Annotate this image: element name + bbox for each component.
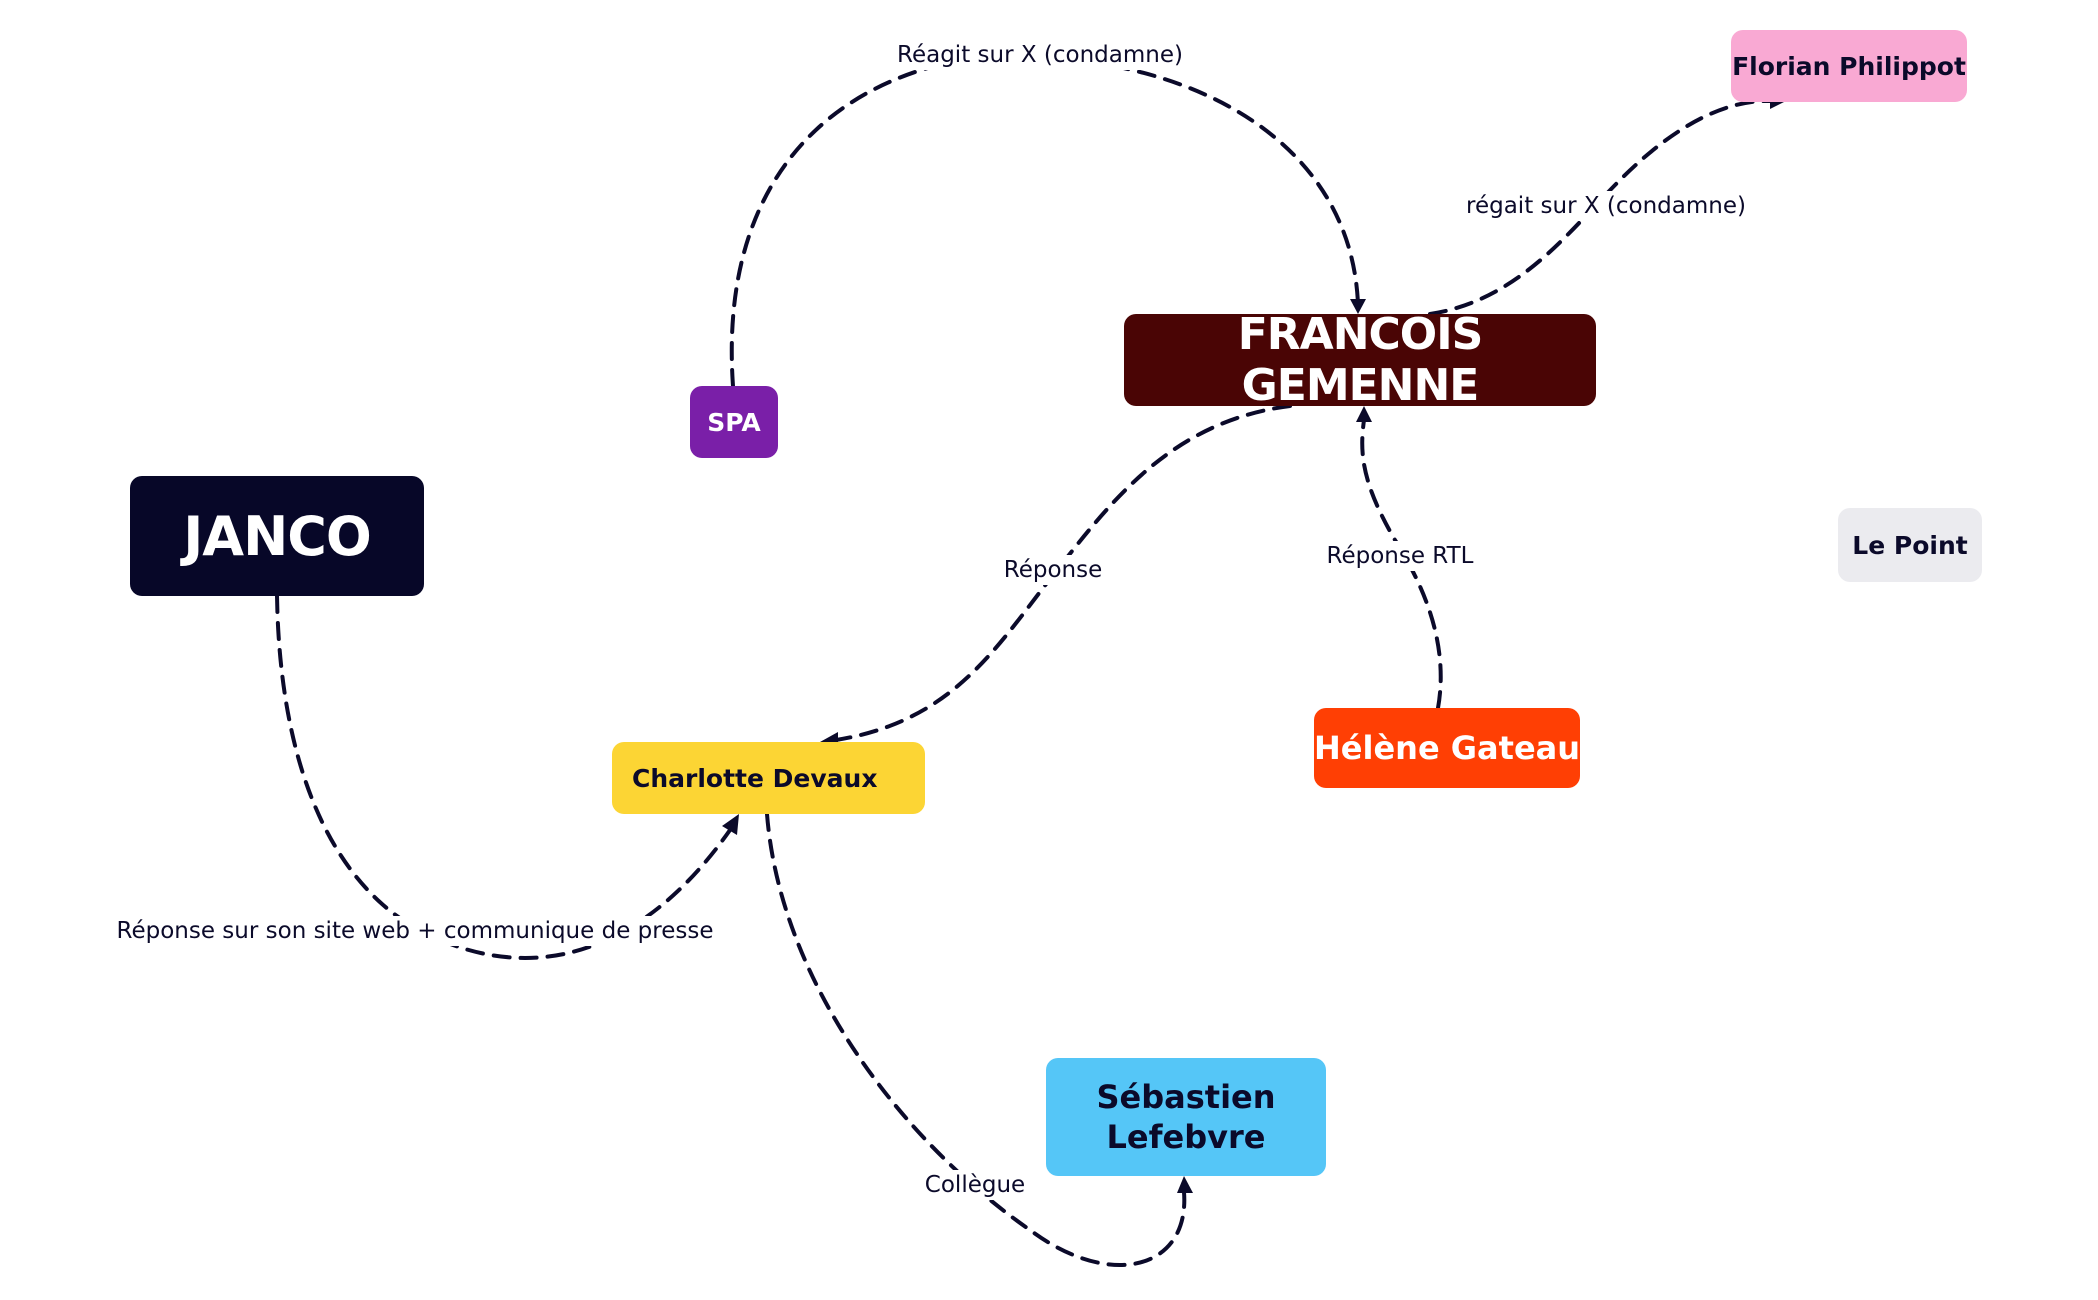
node-label-line1: Sébastien <box>1096 1078 1276 1116</box>
edge-label-reponse-rtl: Réponse RTL <box>1320 541 1480 571</box>
node-label: Florian Philippot <box>1732 51 1966 81</box>
node-helene-gateau[interactable]: Hélène Gateau <box>1314 708 1580 788</box>
node-label: Charlotte Devaux <box>632 763 878 793</box>
edge-francois-gemenne-to-florian-philippot[interactable] <box>1428 98 1772 316</box>
edge-charlotte-devaux-to-sebastien-lefebvre[interactable] <box>765 812 1187 1267</box>
node-label: JANCO <box>183 504 372 568</box>
node-sebastien-lefebvre[interactable]: Sébastien Lefebvre <box>1046 1058 1326 1176</box>
edge-label-regait: régait sur X (condamne) <box>1460 191 1752 221</box>
node-charlotte-devaux[interactable]: Charlotte Devaux <box>612 742 925 814</box>
arrowhead-francois-gemenne-top <box>1350 299 1366 314</box>
node-label: Le Point <box>1852 530 1968 560</box>
node-francois-gemenne[interactable]: FRANCOIS GEMENNE <box>1124 309 1596 411</box>
edge-helene-gateau-to-francois-gemenne[interactable] <box>1360 418 1443 710</box>
node-label: SPA <box>707 407 761 437</box>
arrowhead-francois-gemenne-bottom <box>1356 406 1372 422</box>
node-florian-philippot[interactable]: Florian Philippot <box>1731 30 1967 102</box>
node-spa[interactable]: SPA <box>690 386 778 458</box>
edge-label-reponse-site-web: Réponse sur son site web + communique de… <box>110 916 720 946</box>
edge-label-collegue: Collègue <box>918 1170 1032 1200</box>
node-label: Hélène Gateau <box>1314 729 1581 767</box>
arrowhead-sebastien-lefebvre <box>1177 1176 1193 1193</box>
edge-spa-to-francois-gemenne[interactable] <box>729 55 1360 388</box>
node-le-point[interactable]: Le Point <box>1838 508 1982 582</box>
arrowhead-charlotte-devaux-bottom <box>722 814 739 835</box>
node-label-group: Sébastien Lefebvre <box>1096 1077 1275 1157</box>
node-label-line2: Lefebvre <box>1106 1118 1266 1156</box>
edge-label-reponse: Réponse <box>997 555 1109 585</box>
node-label: FRANCOIS GEMENNE <box>1237 309 1484 411</box>
edge-janco-to-charlotte-devaux[interactable] <box>275 594 732 960</box>
edge-label-spa-reagit: Réagit sur X (condamne) <box>891 40 1189 70</box>
node-janco[interactable]: JANCO <box>130 476 424 596</box>
